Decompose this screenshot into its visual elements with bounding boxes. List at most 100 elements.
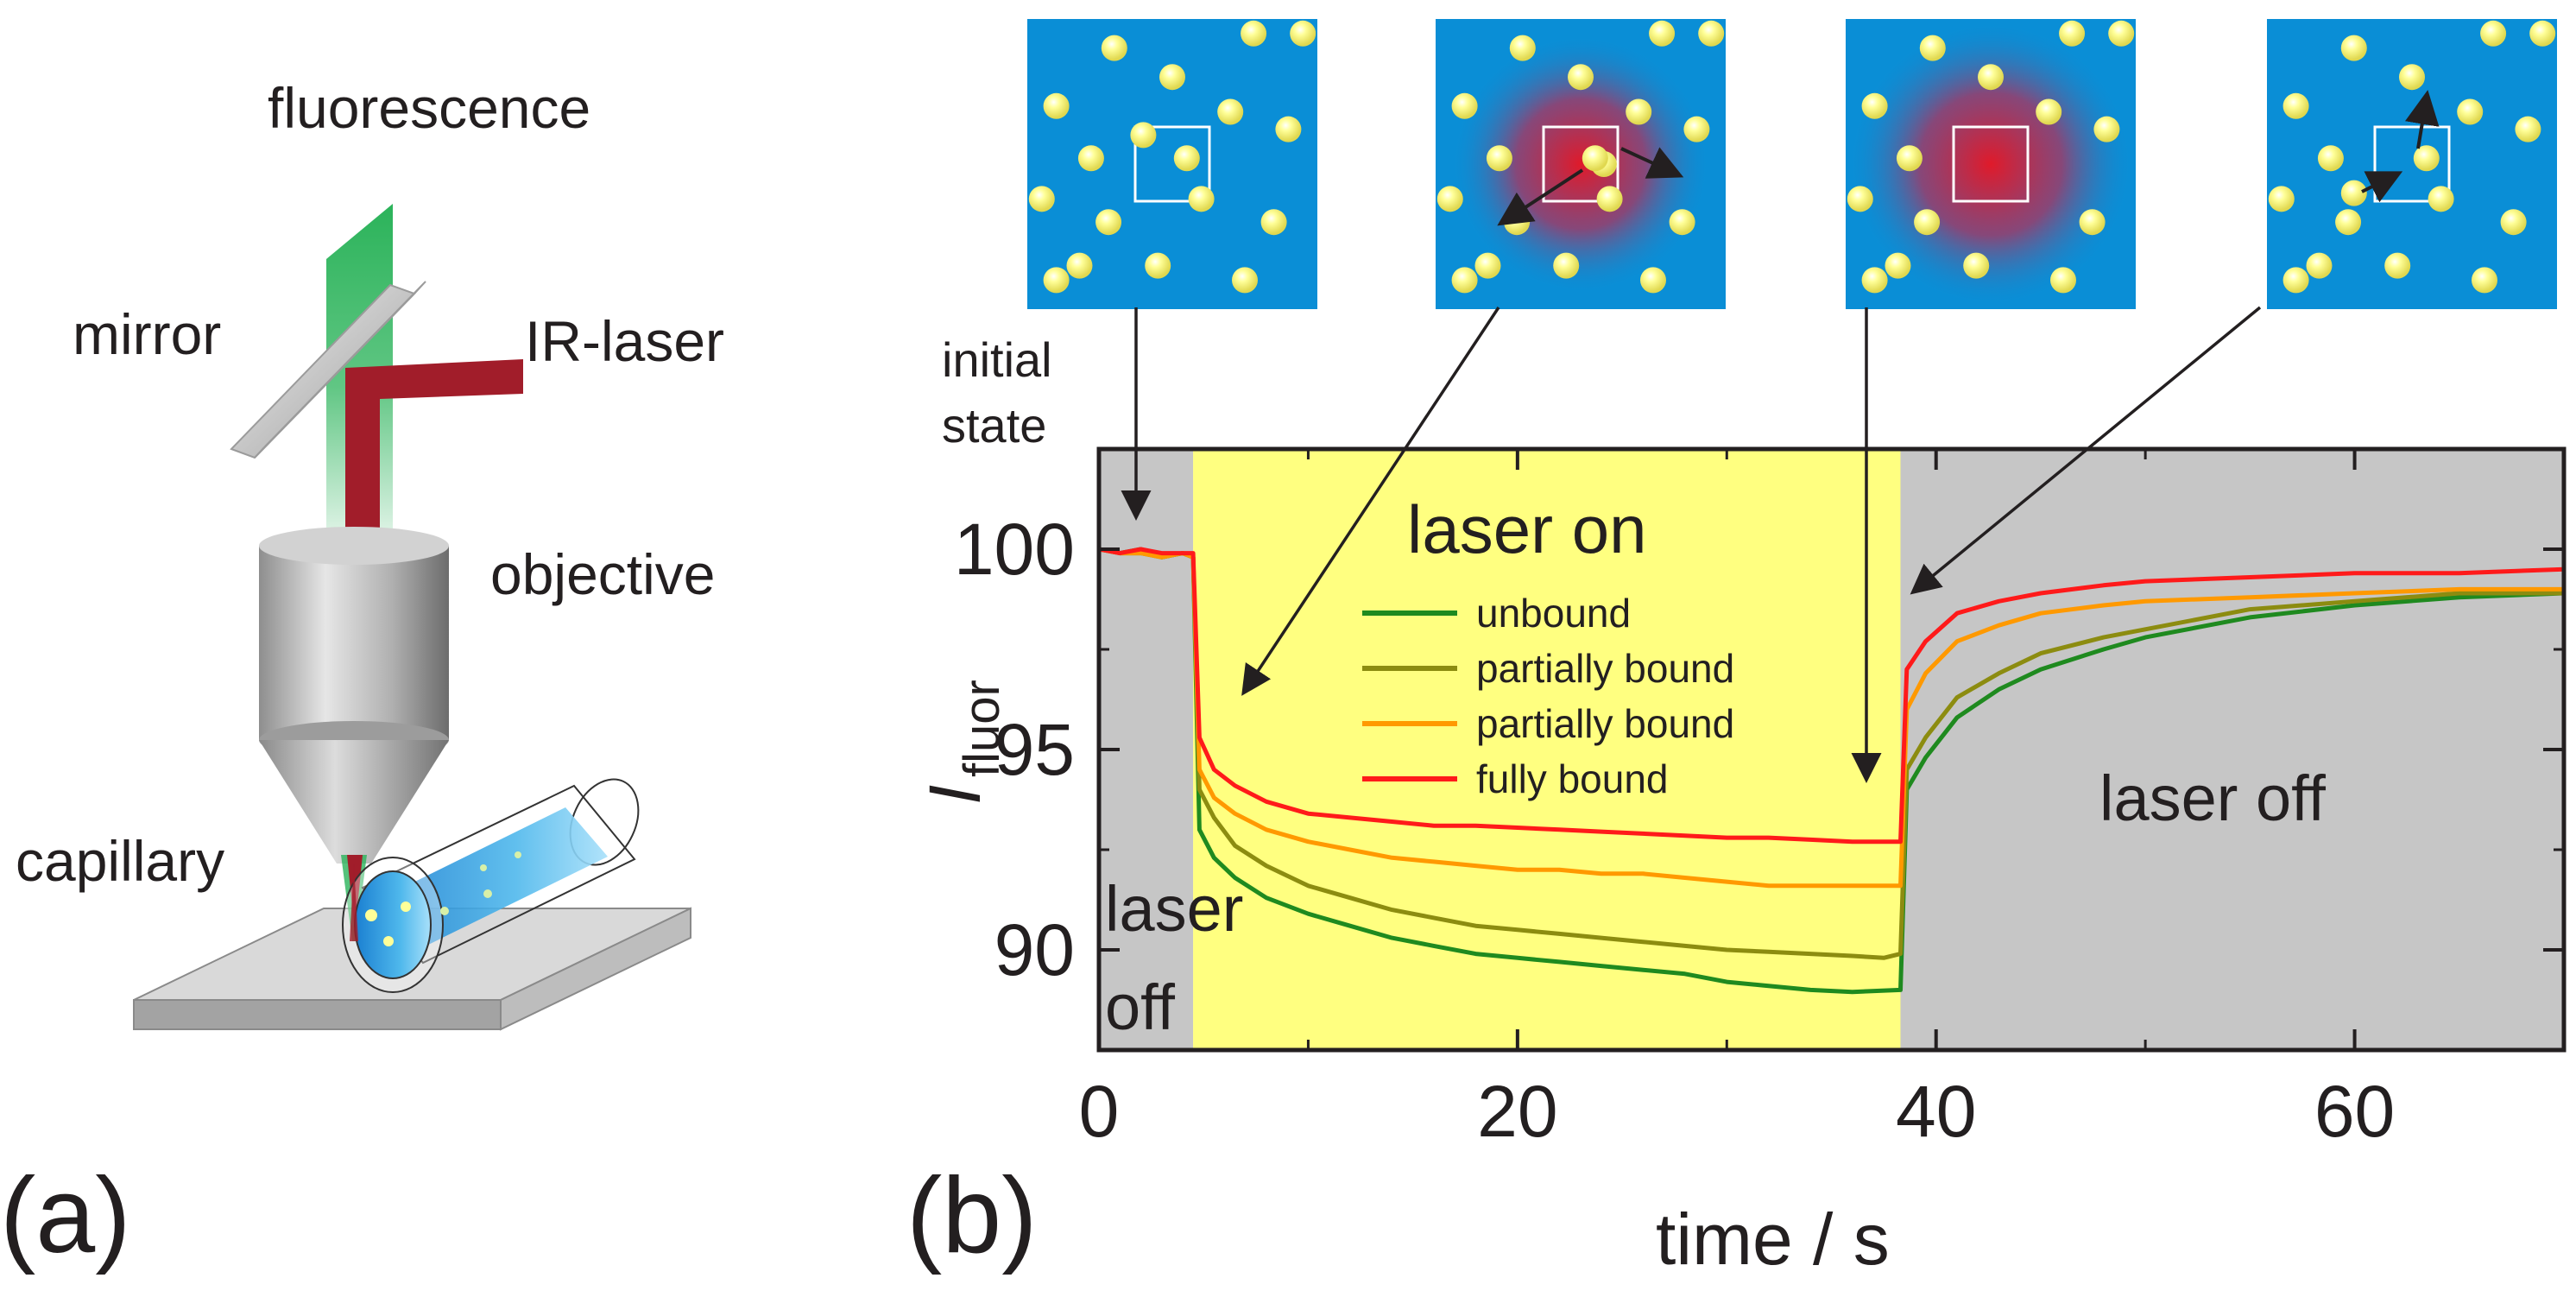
mirror-label: mirror [73, 302, 221, 366]
particle [1028, 186, 1055, 212]
particle [1914, 209, 1941, 236]
diffusion-arrow [1497, 168, 1584, 226]
legend-label-3: fully bound [1476, 756, 1669, 801]
particle [2340, 35, 2367, 61]
laser-off-left-label-line1: laser [1105, 873, 1243, 945]
panel-b-label: (b) [906, 1156, 1038, 1275]
particle [2413, 145, 2440, 172]
particle [1649, 20, 1676, 47]
particle [2282, 92, 2309, 119]
particle [2340, 180, 2367, 206]
particle [1861, 92, 1888, 119]
particle [1596, 186, 1623, 212]
panel-a-microscope-schematic: fluorescence mirror IR-laser objective c… [0, 76, 724, 1275]
return-arrow [2405, 90, 2440, 149]
state-insets [1027, 19, 2557, 309]
particle [1896, 145, 1923, 172]
particle [1669, 209, 1695, 236]
particle [1683, 116, 1710, 142]
particle [2384, 252, 2411, 279]
particle [1640, 267, 1666, 294]
particle [2480, 20, 2507, 47]
series-line-3-fully-bound [1099, 547, 2564, 845]
particle [1260, 209, 1287, 236]
initial-state-label-line1: initial [942, 332, 1052, 387]
diffusion-arrow [1620, 147, 1684, 179]
particle [2093, 116, 2120, 142]
y-tick-label-95: 95 [994, 709, 1075, 790]
capillary [342, 778, 640, 993]
x-tick-label-20: 20 [1477, 1071, 1557, 1152]
focus-box [1133, 125, 1211, 203]
particle [1043, 267, 1070, 294]
y-tick-label-90: 90 [994, 909, 1075, 990]
particle [2472, 267, 2497, 294]
particle [1451, 267, 1478, 294]
particle [1698, 20, 1725, 47]
particle [1241, 20, 1267, 47]
callout-arrows [1121, 306, 2262, 783]
particle [1145, 252, 1171, 279]
particle [1486, 145, 1512, 172]
particle [2500, 209, 2527, 236]
legend-label-0: unbound [1476, 591, 1631, 636]
particle [1290, 20, 1316, 47]
particle [1159, 64, 1185, 91]
ir-laser-label: IR-laser [525, 309, 724, 373]
particle [2529, 20, 2556, 47]
arrow-laser-on-onset [1241, 307, 1500, 696]
particle [2317, 145, 2344, 172]
inset-state-1 [1027, 19, 1317, 309]
objective [259, 527, 449, 864]
objective-label: objective [490, 542, 716, 606]
region-laser-on-1 [1193, 449, 1901, 1050]
x-tick-label-0: 0 [1079, 1071, 1120, 1152]
particle [1626, 98, 1652, 125]
fluorescence-label: fluorescence [268, 76, 590, 140]
particle [2306, 252, 2333, 279]
ir-laser-beam [345, 359, 523, 544]
focus-box [1542, 125, 1619, 203]
plot-series [1099, 547, 2564, 995]
x-tick-label-60: 60 [2314, 1071, 2395, 1152]
plot-regions [1099, 449, 2564, 1050]
region-laser-off-2 [1900, 449, 2564, 1050]
arrow-laser-off-recovery [1910, 306, 2262, 595]
particle [1077, 145, 1104, 172]
particle [1043, 92, 1070, 119]
y-tick-label-100: 100 [954, 509, 1075, 590]
inset-state-4 [2267, 19, 2557, 309]
particle [1095, 209, 1122, 236]
particle [1066, 252, 1093, 279]
particle [2428, 186, 2454, 212]
particle [1436, 186, 1463, 212]
particle [2457, 98, 2484, 125]
x-tick-label-40: 40 [1896, 1071, 1976, 1152]
laser-off-right-label: laser off [2099, 762, 2326, 834]
particle [1978, 64, 2004, 91]
particle [2515, 116, 2541, 142]
particle [1173, 145, 1200, 172]
particle [1509, 35, 1536, 61]
particle [2282, 267, 2309, 294]
panel-a-label: (a) [0, 1156, 131, 1275]
particle [1188, 186, 1215, 212]
focus-box [1952, 125, 2030, 203]
particle [1232, 267, 1258, 294]
legend-label-2: partially bound [1476, 701, 1734, 746]
particle [1217, 98, 1244, 125]
particle [2059, 20, 2086, 47]
x-axis-label: time / s [1656, 1199, 1890, 1280]
particle [2050, 267, 2076, 294]
return-arrow [2361, 171, 2403, 203]
particle [2335, 209, 2362, 236]
initial-state-label-line2: state [942, 398, 1046, 452]
inset-state-3 [1846, 19, 2136, 309]
y-axis-label-sub: fluor [954, 680, 1010, 777]
capillary-label: capillary [16, 829, 224, 893]
particle [1885, 252, 1911, 279]
particle [1582, 145, 1608, 172]
